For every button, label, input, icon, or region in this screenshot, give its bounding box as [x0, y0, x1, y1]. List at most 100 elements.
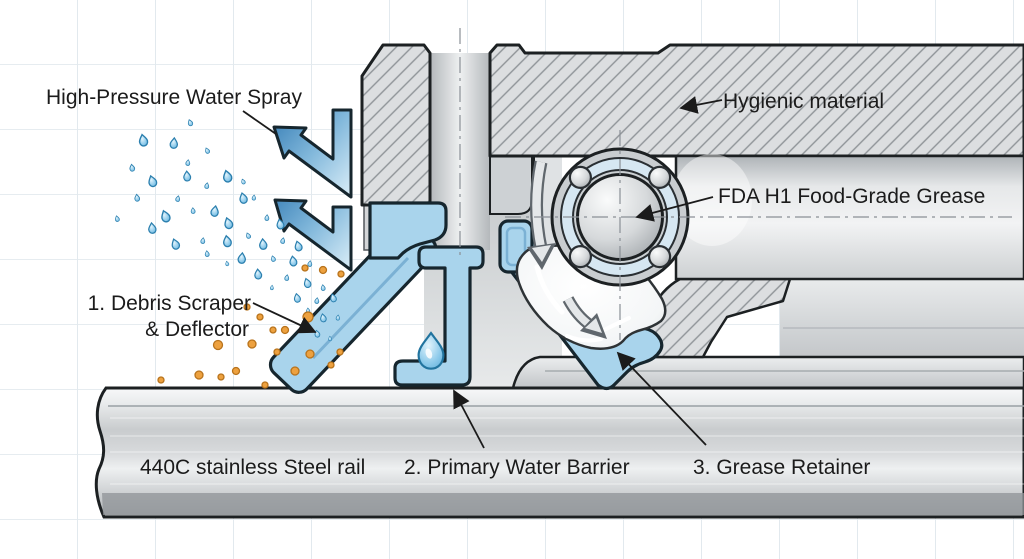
debris-particle-icon	[247, 339, 257, 349]
scraper-accent	[311, 256, 410, 360]
leader-retainer	[616, 351, 707, 446]
water-droplet-icon	[209, 204, 220, 218]
water-droplet-icon	[169, 237, 182, 251]
debris-particle-icon	[261, 381, 269, 389]
water-droplet-icon	[221, 234, 233, 248]
barrier-drip-icon	[417, 331, 445, 371]
water-droplet-icon	[203, 146, 211, 155]
water-droplet-icon	[159, 208, 172, 224]
housing-main-block	[488, 43, 1024, 158]
water-droplet-icon	[200, 237, 206, 245]
water-droplet-icon	[169, 137, 179, 150]
water-droplet-icon	[137, 133, 150, 148]
water-droplet-icon	[264, 214, 270, 222]
water-droplet-icon	[258, 237, 268, 251]
housing-lower-lip	[646, 277, 792, 359]
flow-arrowhead2	[585, 318, 602, 333]
debris-particle-icon	[212, 339, 224, 351]
water-droplet-icon	[270, 254, 277, 263]
barrier-body	[393, 245, 485, 387]
debris-particle-icon	[327, 361, 335, 369]
label-food-grade-grease: FDA H1 Food-Grade Grease	[718, 185, 985, 208]
label-scraper-line1: 1. Debris Scraper	[88, 292, 251, 315]
cavity-sheen	[672, 154, 752, 246]
bearing-balls	[568, 165, 672, 269]
spray-arrow-upper	[272, 108, 353, 199]
water-droplet-icon	[237, 251, 247, 265]
carriage-wall	[489, 155, 533, 215]
debris-particle-icon	[301, 264, 309, 272]
debris-particle-icon	[305, 349, 315, 359]
debris-particle-icon	[231, 366, 241, 376]
leader-scraper	[252, 302, 317, 334]
debris-particle-icon	[269, 326, 277, 334]
rail-brushed-streaks	[110, 417, 1024, 485]
grease-flow-arrows	[527, 160, 607, 339]
water-droplet-icon	[185, 159, 191, 167]
water-droplet-icon	[314, 297, 320, 305]
centerlines	[459, 28, 1012, 340]
water-droplet-icon	[146, 174, 159, 189]
rail	[94, 279, 1024, 519]
water-droplet-icon	[307, 260, 313, 268]
water-droplet-icon	[204, 182, 210, 190]
water-droplet-icon	[279, 237, 286, 245]
leader-hygienic	[679, 96, 723, 114]
water-droplet-icon	[269, 284, 275, 291]
water-droplet-icon	[190, 207, 196, 215]
water-droplet-icon	[204, 250, 210, 258]
water-droplet-icon	[147, 221, 158, 235]
water-droplet-icon	[284, 274, 290, 282]
water-droplet-icon	[114, 214, 121, 223]
leader-lines	[242, 96, 723, 449]
water-droplet-icon	[288, 255, 298, 268]
housing-left-pillar	[360, 43, 432, 207]
water-droplet-icon	[237, 191, 249, 205]
label-scraper-line2: & Deflector	[145, 318, 249, 341]
water-droplet-icon	[222, 216, 235, 231]
flow-arrow-shaft	[532, 161, 546, 249]
water-droplet-icon	[253, 268, 263, 280]
label-hygienic-material: Hygienic material	[723, 90, 884, 113]
label-rail: 440C stainless Steel rail	[140, 456, 365, 479]
scraper-hook	[368, 201, 448, 260]
flow-arrowhead	[532, 245, 551, 262]
spray-arrow-lower	[273, 198, 353, 272]
water-droplet-icon	[240, 178, 247, 185]
rail-bottom-chamfer	[102, 493, 1024, 515]
water-droplet-icon	[182, 170, 192, 182]
water-droplet-icon	[293, 239, 304, 253]
leader-grease	[635, 196, 714, 222]
water-droplet-icon	[174, 195, 181, 203]
leader-water-spray	[242, 110, 277, 135]
labels: High-Pressure Water Spray Hygienic mater…	[46, 86, 985, 479]
rail-shoulder-band	[780, 279, 1024, 358]
water-droplet-icon	[244, 231, 252, 240]
debris-particle-icon	[302, 311, 314, 323]
debris-particle-icon	[318, 265, 328, 275]
water-droplet-icon	[224, 260, 230, 267]
water-droplet-icon	[221, 168, 234, 184]
debris-particle-icon	[280, 325, 290, 335]
water-droplet-icon	[186, 118, 194, 127]
water-droplet-icon	[292, 292, 302, 304]
retainer-hook-inner	[505, 226, 527, 267]
label-water-barrier: 2. Primary Water Barrier	[404, 456, 630, 479]
debris-particles	[157, 264, 345, 389]
water-droplet-icon	[128, 163, 136, 172]
spray-deflection-arrows	[272, 108, 353, 272]
debris-scraper	[268, 201, 448, 394]
water-droplet-icon	[133, 193, 141, 202]
debris-particle-icon	[217, 373, 225, 381]
water-droplet-icon	[251, 194, 257, 201]
housing	[360, 43, 1024, 359]
label-water-spray: High-Pressure Water Spray	[46, 86, 302, 109]
debris-particle-icon	[290, 366, 300, 376]
leader-barrier	[453, 389, 485, 449]
debris-particle-icon	[337, 270, 345, 278]
debris-particle-icon	[336, 348, 344, 356]
primary-water-barrier	[393, 245, 485, 387]
water-droplet-icon	[320, 284, 326, 292]
label-grease-retainer: 3. Grease Retainer	[693, 456, 870, 479]
